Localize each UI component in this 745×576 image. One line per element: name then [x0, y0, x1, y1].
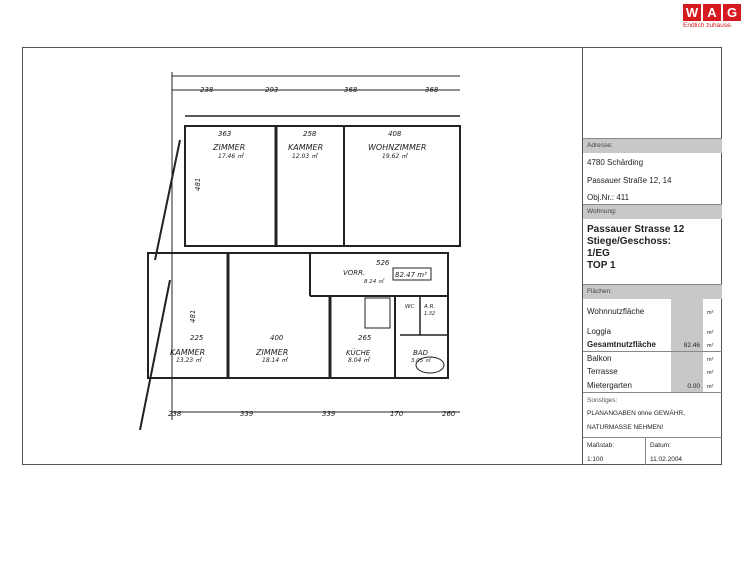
room-area: 12.03 ㎡: [292, 152, 319, 160]
area-label: Gesamtnutzfläche: [587, 340, 656, 349]
notes-header: Sonstiges:: [587, 397, 618, 404]
dimension: 481: [189, 310, 197, 323]
plan-frame: [22, 47, 722, 465]
logo-letter: G: [723, 4, 741, 21]
room-name: WOHNZIMMER: [368, 143, 426, 152]
area-label: Loggia: [587, 327, 612, 336]
dimension: 170: [390, 410, 404, 418]
room-area: 13.23 ㎡: [176, 356, 203, 364]
room-area: 19.62 ㎡: [382, 152, 409, 160]
logo-tagline: Endlich zuhause.: [683, 22, 733, 29]
wall-top-row: [184, 125, 461, 247]
area-unit: m²: [707, 357, 714, 363]
scale-label: Maßstab:: [587, 442, 615, 449]
logo-letter: A: [703, 4, 721, 21]
area-value: 0.00: [687, 383, 700, 390]
room-area: 18.14 ㎡: [262, 356, 289, 364]
room-name: BAD: [413, 349, 429, 357]
wall: [139, 279, 171, 431]
area-label: Wohnnutzfläche: [587, 307, 645, 316]
apartment-line: 1/EG: [587, 248, 610, 259]
dimension: 481: [194, 178, 202, 191]
date-label: Datum:: [650, 442, 671, 449]
notes-line: NATURMASSE NEHMEN!: [587, 424, 664, 431]
wall-bottom-row: [147, 252, 449, 379]
total-area-box: [392, 267, 432, 281]
apartment-line: TOP 1: [587, 260, 616, 271]
dimension: 368: [344, 86, 358, 94]
apartment-line: Passauer Strasse 12: [587, 224, 685, 235]
area-unit: m²: [707, 330, 714, 336]
apartment-header: Wohnung:: [583, 205, 722, 219]
dimension: 339: [322, 410, 336, 418]
room-name: VORR.: [343, 269, 365, 277]
address-street: Passauer Straße 12, 14: [587, 176, 672, 185]
dimension: 368: [425, 86, 439, 94]
room-area: 8.04 ㎡: [348, 356, 371, 364]
address-header: Adresse:: [583, 139, 722, 153]
area-label: Terrasse: [587, 367, 618, 376]
room-name: WC: [405, 304, 414, 310]
area-value: 82.46: [683, 342, 700, 349]
room-name: KÜCHE: [346, 348, 371, 357]
dimension: 363: [218, 130, 231, 138]
dimension: 225: [190, 334, 204, 342]
dimension: 238: [200, 86, 214, 94]
dimension: 260: [442, 410, 456, 418]
logo-letter: W: [683, 4, 701, 21]
address-city: 4780 Schärding: [587, 158, 644, 167]
wag-logo: W A G Endlich zuhause.: [683, 4, 741, 29]
room-area: 1.32: [424, 311, 435, 317]
area-unit: m²: [707, 310, 714, 316]
area-label: Balkon: [587, 354, 612, 363]
dimension: 400: [270, 334, 284, 342]
room-area: 8.14 ㎡: [364, 278, 385, 285]
dimension: 408: [388, 130, 402, 138]
stove-icon: [364, 297, 391, 329]
dimension: 526: [376, 259, 390, 267]
area-unit: m²: [707, 370, 714, 376]
area-unit: m²: [707, 343, 714, 349]
total-area: 82.47 m²: [395, 271, 427, 279]
room-name: A.R.: [423, 304, 435, 310]
wall: [154, 139, 181, 261]
dimension: 265: [358, 334, 372, 342]
dimension: 293: [265, 86, 278, 94]
notes-line: PLANANGABEN ohne GEWÄHR,: [587, 410, 685, 417]
room-area: 17.46 ㎡: [218, 152, 245, 160]
object-number: Obj.Nr.: 411: [587, 193, 630, 202]
bathtub-icon: [415, 356, 445, 374]
dimension: 339: [240, 410, 254, 418]
dimension: 238: [168, 410, 182, 418]
title-block: Adresse: 4780 Schärding Passauer Straße …: [582, 47, 722, 465]
room-name: KAMMER: [170, 348, 205, 357]
apartment-line: Stiege/Geschoss:: [587, 236, 671, 247]
area-label: Mietergarten: [587, 381, 632, 390]
room-name: ZIMMER: [212, 143, 245, 152]
area-unit: m²: [707, 384, 714, 390]
dimension: 258: [303, 130, 317, 138]
scale-value: 1:100: [587, 456, 604, 463]
areas-header: Flächen:: [583, 285, 722, 299]
room-name: KAMMER: [288, 143, 323, 152]
room-name: ZIMMER: [255, 348, 288, 357]
date-value: 11.02.2004: [650, 456, 683, 463]
room-area: 3.05 ㎡: [411, 357, 432, 364]
